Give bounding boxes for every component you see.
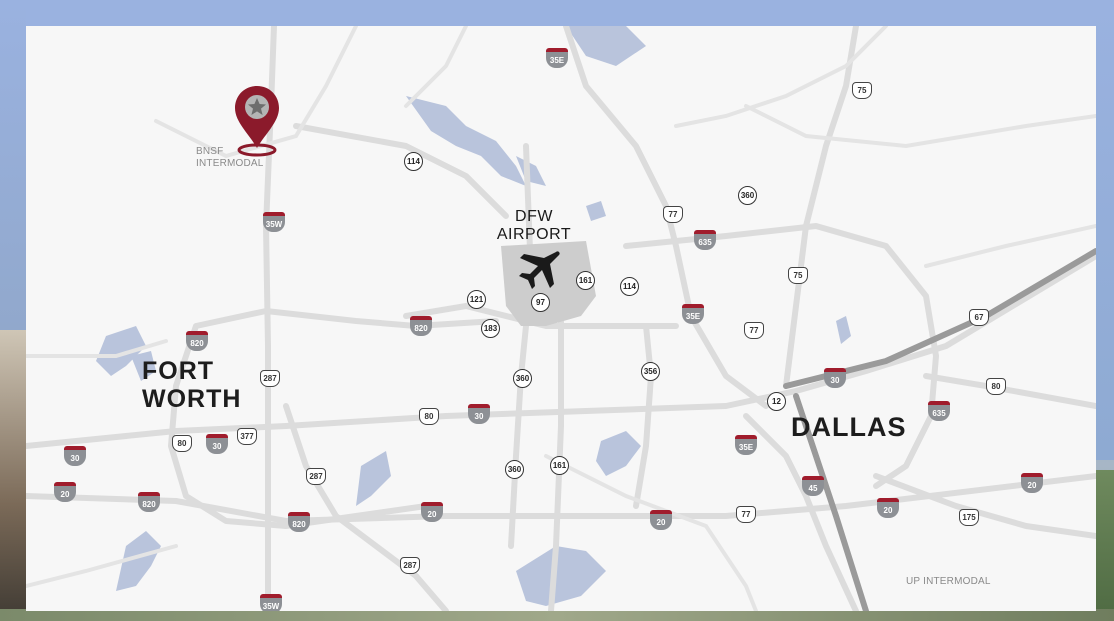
shield-us77-north: 77 <box>663 206 683 223</box>
road-45-south <box>793 393 869 611</box>
lake-worth <box>131 351 156 381</box>
sky-right <box>1096 0 1114 460</box>
shield-820-southwest: 820 <box>288 512 310 532</box>
shield-i20-grandprairie: 20 <box>650 510 672 530</box>
lake-north <box>566 26 646 66</box>
grapevine-lake <box>406 96 526 186</box>
shield-635-west: 635 <box>694 230 716 250</box>
water-bodies <box>96 26 851 606</box>
shield-35e-north: 35E <box>546 48 568 68</box>
shield-97: 97 <box>531 293 550 312</box>
white-rock-lake <box>836 316 851 344</box>
road-i20 <box>26 473 1096 524</box>
sky-top <box>0 0 1114 26</box>
road-635 <box>623 223 939 489</box>
bnsf-location-pin <box>233 84 281 160</box>
road-west <box>26 339 168 358</box>
joe-pool-lake-a <box>596 431 641 476</box>
shield-loop-12: 12 <box>767 392 786 411</box>
shield-161-airport: 161 <box>576 271 595 290</box>
shield-820-east: 820 <box>410 316 432 336</box>
shield-114-airport: 114 <box>620 277 639 296</box>
shield-us80-mid: 80 <box>419 408 439 425</box>
dfw-airport-label: DFW AIRPORT <box>496 208 572 244</box>
up-intermodal-label: UP INTERMODAL <box>906 576 991 587</box>
fort-worth-label: FORT WORTH <box>142 357 242 413</box>
shield-114-west: 114 <box>404 152 423 171</box>
shield-i20-arlington: 20 <box>421 502 443 522</box>
shield-us287-south: 287 <box>400 557 420 574</box>
lake-lewisville-arm <box>516 156 546 186</box>
airplane-icon <box>519 251 560 289</box>
road-360 <box>508 143 534 549</box>
shield-183: 183 <box>481 319 500 338</box>
shield-us80-east: 80 <box>986 378 1006 395</box>
trees-right <box>1096 470 1114 621</box>
shield-us75-north: 75 <box>852 82 872 99</box>
shield-i30-fortworth: 30 <box>206 434 228 454</box>
shield-35w-south: 35W <box>260 594 282 611</box>
dfw-region-map: BNSF INTERMODAL DFW AIRPORT FORT WORTH D… <box>26 26 1096 611</box>
shield-356: 356 <box>641 362 660 381</box>
road-northeast <box>744 104 1096 149</box>
shield-360-south: 360 <box>505 460 524 479</box>
joe-pool-lake-b <box>516 546 606 606</box>
shield-us77-south: 77 <box>736 506 756 523</box>
map-canvas <box>26 26 1096 611</box>
road-north-east-diag <box>674 26 888 128</box>
road-i30 <box>26 253 1096 449</box>
shield-i20-far-east: 20 <box>1021 473 1043 493</box>
road-southwest <box>26 544 178 588</box>
shield-161-south: 161 <box>550 456 569 475</box>
road-114 <box>293 123 509 219</box>
road-12-loop <box>743 413 859 611</box>
road-161 <box>548 303 564 611</box>
shield-us77-mid: 77 <box>744 322 764 339</box>
shield-i20-west: 20 <box>54 482 76 502</box>
road-south-central <box>544 454 758 611</box>
shield-35e-mid: 35E <box>682 304 704 324</box>
shield-i30-mid: 30 <box>468 404 490 424</box>
road-75 <box>783 26 859 389</box>
road-north-central <box>404 26 468 108</box>
shield-635-south: 635 <box>928 401 950 421</box>
shield-us75-mid: 75 <box>788 267 808 284</box>
shield-35w-north: 35W <box>263 212 285 232</box>
road-287 <box>283 403 449 611</box>
shield-us67: 67 <box>969 309 989 326</box>
small-pond-a <box>586 201 606 221</box>
road-northwest <box>154 26 358 159</box>
shield-820-south: 820 <box>138 492 160 512</box>
shield-us377: 377 <box>237 428 257 445</box>
dallas-label: DALLAS <box>791 412 907 442</box>
shield-i30-west: 30 <box>64 446 86 466</box>
shield-us175: 175 <box>959 509 979 526</box>
eagle-mountain-lake <box>96 326 146 376</box>
road-35e-north <box>563 26 769 409</box>
shield-360-north: 360 <box>738 186 757 205</box>
shield-i20-east: 20 <box>877 498 899 518</box>
shield-121: 121 <box>467 290 486 309</box>
shield-us287-mid: 287 <box>306 468 326 485</box>
benbrook-lake <box>116 531 161 591</box>
lake-arlington <box>356 451 391 506</box>
shield-35e-south: 35E <box>735 435 757 455</box>
road-80-east <box>923 373 1096 409</box>
road-east-a <box>924 224 1096 268</box>
shield-i30-dallas: 30 <box>824 368 846 388</box>
shield-i45: 45 <box>802 476 824 496</box>
shield-360-mid: 360 <box>513 369 532 388</box>
road-356 <box>633 323 654 509</box>
ground-strip <box>0 609 1114 621</box>
shield-us287-north: 287 <box>260 370 280 387</box>
map-pin-star-icon <box>235 86 279 157</box>
shield-us80-west: 80 <box>172 435 192 452</box>
road-67-east <box>783 248 1096 389</box>
building-left <box>0 330 26 621</box>
shield-820-north: 820 <box>186 331 208 351</box>
bnsf-intermodal-label: BNSF INTERMODAL <box>196 146 264 169</box>
road-175 <box>873 473 1096 539</box>
